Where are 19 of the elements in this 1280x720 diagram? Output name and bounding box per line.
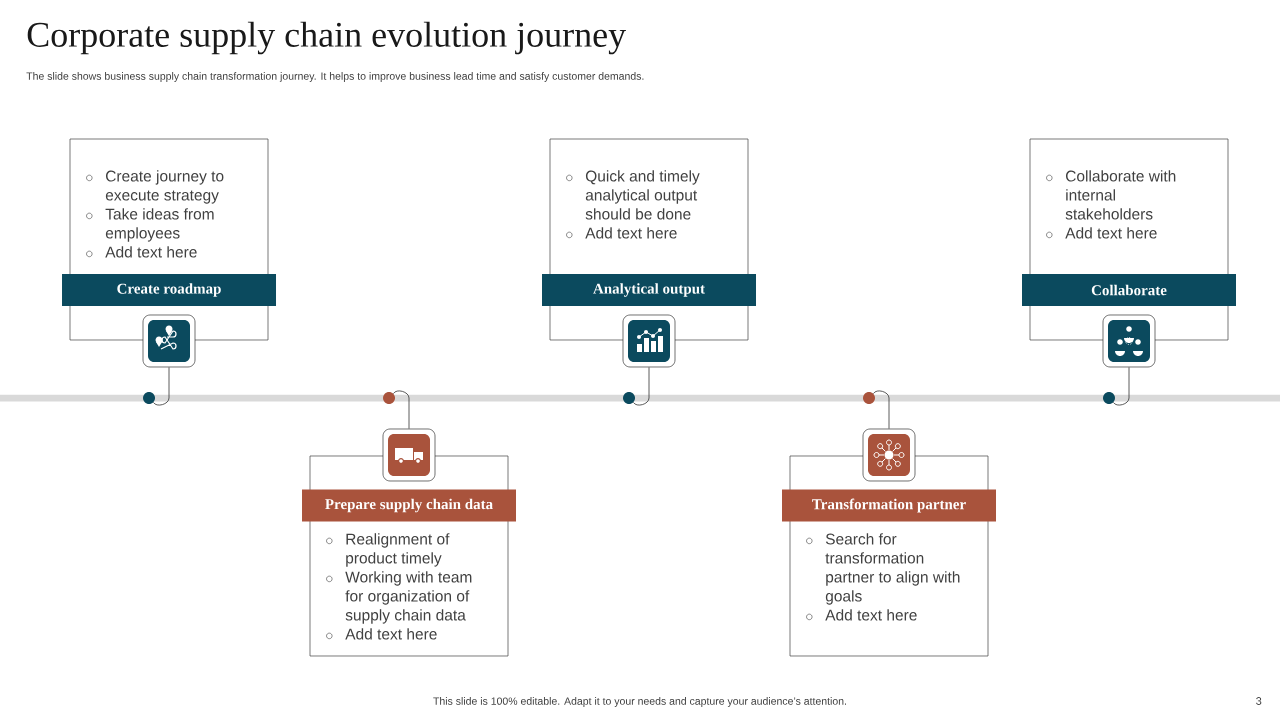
- truck-icon: [382, 428, 436, 482]
- connector-line: [393, 390, 410, 430]
- heading-bar: Analytical output: [542, 274, 756, 306]
- page-number: 3: [1256, 697, 1262, 705]
- title: Corporate supply chain evolution journey: [27, 21, 626, 55]
- chart-icon: [622, 314, 676, 368]
- subtitle: The slide shows business supply chain transformation journey. It helps to improve business lead time and satisfy customer demands.: [26, 72, 644, 82]
- heading-bar: Create roadmap: [62, 274, 276, 306]
- footer-note: This slide is 100% editable. Adapt it to your needs and capture your audience’s attention.: [433, 697, 846, 707]
- roadmap-icon: [142, 314, 196, 368]
- heading-bar: Collaborate: [1022, 274, 1236, 306]
- heading-bar: Transformation partner: [782, 489, 996, 522]
- heading-bar: Prepare supply chain data: [302, 489, 516, 522]
- connector-line: [1113, 366, 1130, 406]
- network-icon: [862, 428, 916, 482]
- connector-line: [153, 366, 170, 406]
- connector-line: [873, 390, 890, 430]
- connector-line: [633, 366, 650, 406]
- team-icon: [1102, 314, 1156, 368]
